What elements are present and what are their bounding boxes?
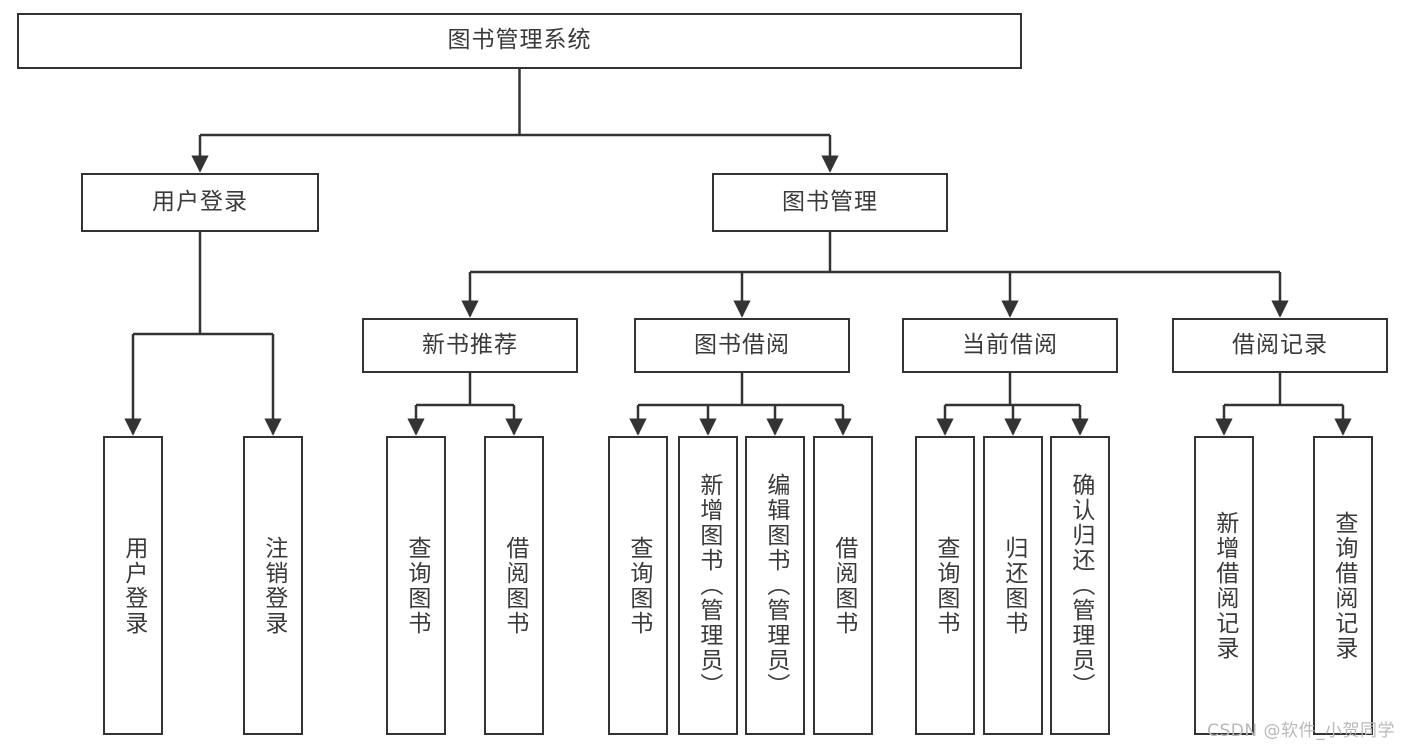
node-leaf-edit-book[interactable]: 编辑图书（管理员） <box>745 436 805 735</box>
csdn-watermark: CSDN @软件_小贺同学 <box>1207 721 1395 741</box>
node-leaf-borrow-book-1[interactable]: 借阅图书 <box>484 436 544 735</box>
node-new-book-recommend[interactable]: 新书推荐 <box>362 318 578 373</box>
node-leaf-query-record[interactable]: 查询借阅记录 <box>1313 436 1373 735</box>
node-new-book-recommend-label: 新书推荐 <box>422 331 518 358</box>
node-leaf-confirm-return-label: 确认归还（管理员） <box>1067 473 1094 698</box>
node-leaf-query-book-2[interactable]: 查询图书 <box>608 436 668 735</box>
node-book-borrow[interactable]: 图书借阅 <box>634 318 850 373</box>
node-leaf-borrow-book-1-label: 借阅图书 <box>501 535 528 636</box>
node-leaf-add-record[interactable]: 新增借阅记录 <box>1194 436 1254 735</box>
node-leaf-user-login-label: 用户登录 <box>120 535 147 636</box>
node-leaf-logout[interactable]: 注销登录 <box>243 436 303 735</box>
node-leaf-borrow-book-2[interactable]: 借阅图书 <box>813 436 873 735</box>
node-book-manage-label: 图书管理 <box>782 188 878 215</box>
node-leaf-add-book[interactable]: 新增图书（管理员） <box>678 436 738 735</box>
node-leaf-query-book-3-label: 查询图书 <box>932 535 959 636</box>
node-leaf-query-book-1-label: 查询图书 <box>403 535 430 636</box>
node-leaf-edit-book-label: 编辑图书（管理员） <box>762 473 789 698</box>
node-leaf-borrow-book-2-label: 借阅图书 <box>830 535 857 636</box>
node-leaf-return-book[interactable]: 归还图书 <box>983 436 1043 735</box>
node-leaf-logout-label: 注销登录 <box>260 535 287 636</box>
node-borrow-record[interactable]: 借阅记录 <box>1172 318 1388 373</box>
node-leaf-add-record-label: 新增借阅记录 <box>1211 510 1238 661</box>
node-root-label: 图书管理系统 <box>447 27 592 54</box>
node-leaf-query-book-3[interactable]: 查询图书 <box>915 436 975 735</box>
node-leaf-confirm-return[interactable]: 确认归还（管理员） <box>1050 436 1110 735</box>
node-leaf-query-record-label: 查询借阅记录 <box>1330 510 1357 661</box>
node-book-manage[interactable]: 图书管理 <box>712 173 948 232</box>
node-current-borrow[interactable]: 当前借阅 <box>902 318 1118 373</box>
node-borrow-record-label: 借阅记录 <box>1232 331 1328 358</box>
node-user-login-label: 用户登录 <box>152 188 248 215</box>
node-current-borrow-label: 当前借阅 <box>962 331 1058 358</box>
node-leaf-return-book-label: 归还图书 <box>1000 535 1027 636</box>
node-leaf-add-book-label: 新增图书（管理员） <box>695 473 722 698</box>
node-book-borrow-label: 图书借阅 <box>694 331 790 358</box>
node-leaf-query-book-2-label: 查询图书 <box>625 535 652 636</box>
node-user-login[interactable]: 用户登录 <box>81 173 319 232</box>
node-root[interactable]: 图书管理系统 <box>17 13 1022 69</box>
node-leaf-query-book-1[interactable]: 查询图书 <box>386 436 446 735</box>
node-leaf-user-login[interactable]: 用户登录 <box>103 436 163 735</box>
